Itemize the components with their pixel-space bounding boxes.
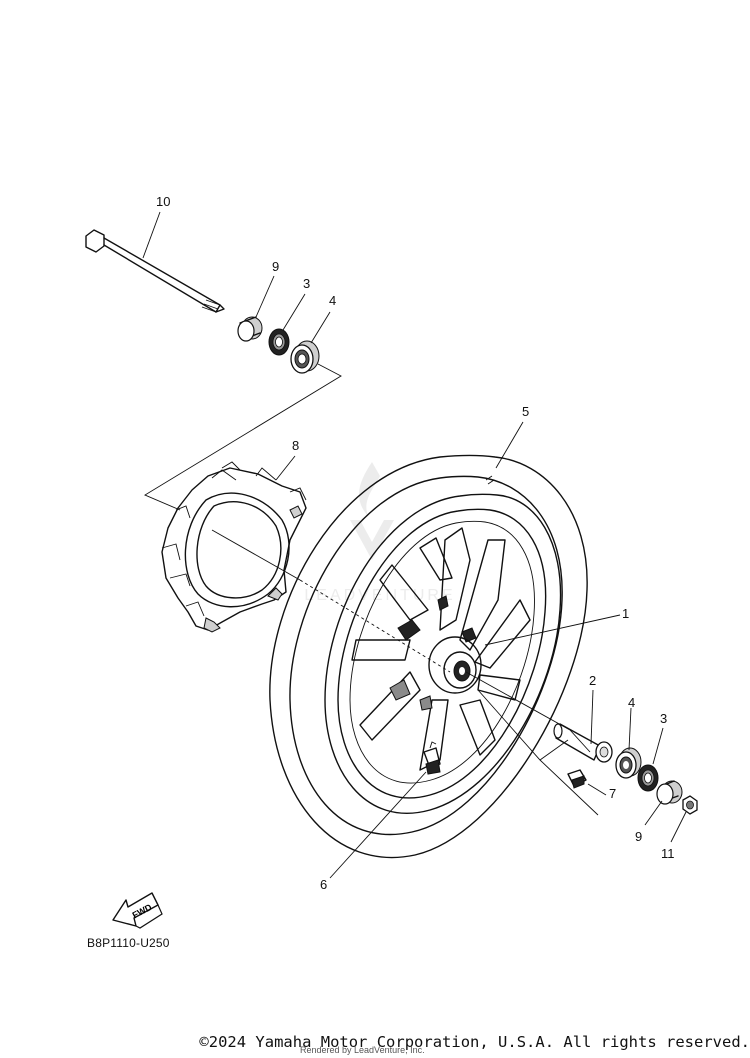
oil-seal-upper — [268, 328, 290, 356]
brake-disc-hub — [161, 461, 307, 633]
axle-bolt — [85, 229, 225, 313]
tire-valve — [423, 741, 441, 775]
credit-text: Rendered by LeadVenture, Inc. — [300, 1045, 425, 1055]
balance-weight-clip — [567, 769, 587, 789]
callout-3-lower: 3 — [660, 711, 667, 726]
diagram-code: B8P1110-U250 — [87, 936, 170, 950]
callout-5: 5 — [522, 404, 529, 419]
spacer-collar — [553, 723, 613, 763]
callout-leaders — [142, 211, 687, 879]
collar-lower — [656, 780, 683, 805]
watermark-text: LEADVENTURE — [304, 587, 455, 604]
bearing-upper — [290, 340, 320, 374]
leadventure-watermark: LEADVENTURE — [304, 462, 455, 604]
callout-8: 8 — [292, 438, 299, 453]
oil-seal-lower — [637, 764, 659, 792]
callout-7: 7 — [609, 786, 616, 801]
cast-wheel — [324, 493, 562, 814]
callout-9-upper: 9 — [272, 259, 279, 274]
axis-line-left — [211, 529, 301, 581]
callout-9-lower: 9 — [635, 829, 642, 844]
axle-nut — [682, 795, 698, 815]
callout-4-upper: 4 — [329, 293, 336, 308]
callout-labels: 10 9 3 4 5 8 1 2 4 3 7 9 11 6 — [156, 194, 675, 892]
axis-dashed-center — [299, 579, 451, 673]
collar-upper — [237, 316, 263, 342]
tire — [269, 454, 588, 859]
fwd-arrow-icon: FWD — [112, 892, 163, 929]
callout-11: 11 — [661, 846, 675, 861]
callout-6: 6 — [320, 877, 327, 892]
bearing-lower — [615, 747, 642, 779]
assembly-guide-upper — [144, 363, 342, 511]
assembly-guide-lower-2 — [539, 739, 569, 761]
callout-1: 1 — [622, 606, 629, 621]
callout-4-lower: 4 — [628, 695, 635, 710]
callout-2: 2 — [589, 673, 596, 688]
callout-3-upper: 3 — [303, 276, 310, 291]
copyright-notice: ©2024 Yamaha Motor Corporation, U.S.A. A… — [199, 1033, 750, 1051]
callout-10: 10 — [156, 194, 170, 209]
